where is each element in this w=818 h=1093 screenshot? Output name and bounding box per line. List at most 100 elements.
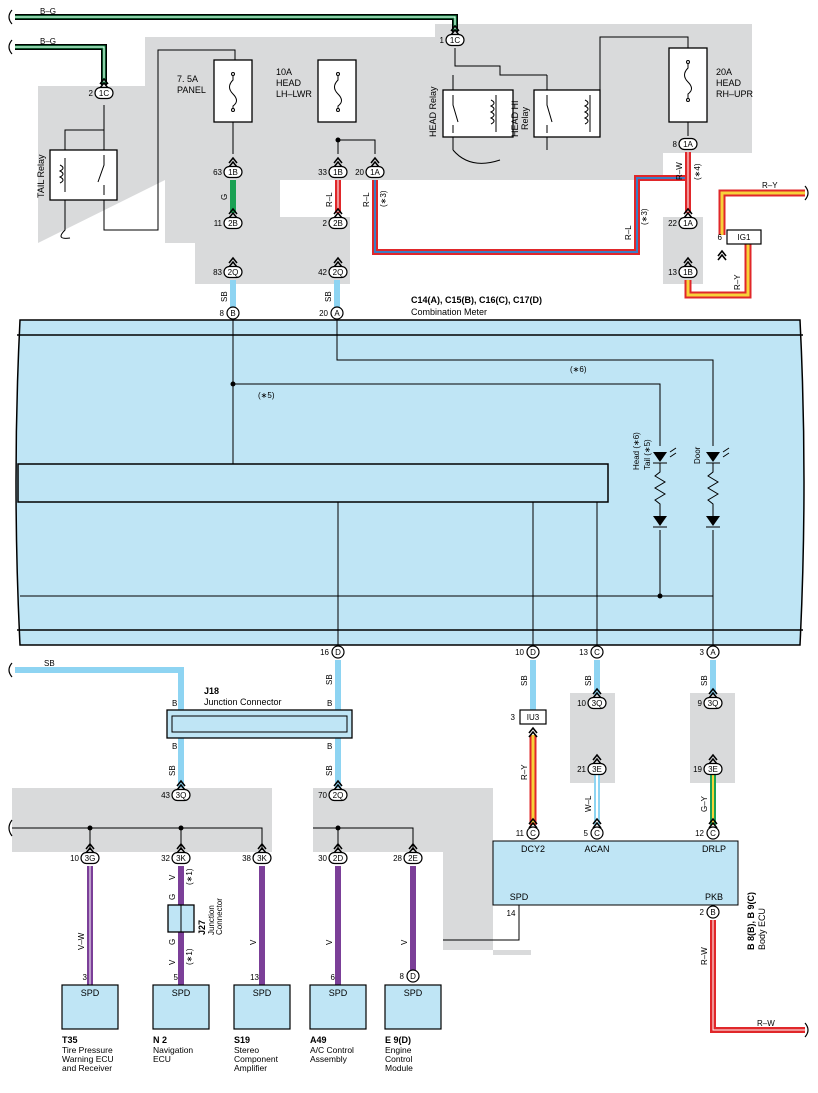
ecu-pkb-label: PKB <box>705 892 723 902</box>
connector-pin: 2 <box>323 219 328 228</box>
svg-text:LH–LWR: LH–LWR <box>276 89 312 99</box>
led-head-tail: Head (∗6) Tail (∗5) <box>632 432 677 528</box>
connector-id: 3E <box>708 765 718 774</box>
svg-text:PANEL: PANEL <box>177 85 206 95</box>
iu3-id: IU3 <box>527 713 540 722</box>
module-box <box>233 984 291 1030</box>
wire-r-y-top <box>718 189 805 235</box>
connector-arrow <box>528 817 538 829</box>
module-name-line: Module <box>385 1063 413 1073</box>
module-pin-label: SPD <box>253 988 272 998</box>
connector-id: B <box>230 309 235 318</box>
led-door-label: Door <box>693 446 702 464</box>
connector-id: 3K <box>176 854 186 863</box>
connector-housing <box>223 216 243 230</box>
connector-pin: 13 <box>668 268 677 277</box>
connector-housing <box>406 969 420 983</box>
wire-labels: B–G B–G G R–L R–L (∗3) R–L (∗3) R–W (∗4)… <box>40 7 778 1028</box>
connector-id: 3Q <box>176 791 187 800</box>
meter-wire-lower <box>337 502 598 645</box>
fuse-panel: 7. 5A PANEL <box>177 59 253 123</box>
module-name-line: Engine <box>385 1045 412 1055</box>
connector-c1a_8: 1A8 <box>673 137 698 151</box>
connector-id: 1B <box>333 168 343 177</box>
connector-id: 3K <box>257 854 267 863</box>
connector-housing <box>223 265 243 279</box>
connector-pin: 70 <box>318 791 327 800</box>
connector-housing <box>678 216 698 230</box>
wire-label-r-l-2-note: (∗3) <box>379 190 388 207</box>
connector-pin: 9 <box>698 699 703 708</box>
connector-housing <box>703 762 723 776</box>
connector-id: 2D <box>333 854 343 863</box>
meter-wire-a-door <box>336 320 714 446</box>
module-name-line: Assembly <box>310 1054 348 1064</box>
connector-pin: 63 <box>213 168 222 177</box>
connector-housing <box>587 762 607 776</box>
module-pin: 6 <box>331 973 336 982</box>
connector-pin: 2 <box>700 908 705 917</box>
connector-pin: 21 <box>577 765 586 774</box>
connector-pin: 28 <box>393 854 402 863</box>
wire-label-b-right-bot: B <box>327 742 332 751</box>
meter-wire-leds <box>659 530 714 645</box>
module-id: N 2 <box>153 1035 167 1045</box>
ig1-id: IG1 <box>738 233 751 242</box>
connector-id: 1C <box>450 36 460 45</box>
connector-id: 1B <box>228 168 238 177</box>
meter-inner-bar <box>17 463 609 503</box>
connector-pin: 10 <box>70 854 79 863</box>
wire-label-r-w-pkb: R–W <box>700 947 709 965</box>
j27-name-2: Connector <box>215 898 224 935</box>
connector-pin: 22 <box>668 219 677 228</box>
connector-m_a3: A3 <box>700 645 720 659</box>
connector-ecu_c12: C12 <box>695 817 720 840</box>
wire-label-b-right-top: B <box>327 699 332 708</box>
module-id: T35 <box>62 1035 78 1045</box>
connector-pin: 30 <box>318 854 327 863</box>
module-box <box>309 984 367 1030</box>
led-door: Door <box>693 446 730 528</box>
connector-id: 2B <box>228 219 238 228</box>
connector-housing <box>365 165 385 179</box>
wire-label-sb-13c: SB <box>584 675 593 686</box>
iu3-connector: IU3 3 <box>511 709 547 738</box>
module-name-line: Amplifier <box>234 1063 267 1073</box>
module-pin: 3 <box>83 973 88 982</box>
connector-id: 2Q <box>228 268 239 277</box>
connector-id: 3E <box>592 765 602 774</box>
module-id: A49 <box>310 1035 327 1045</box>
module-id: S19 <box>234 1035 250 1045</box>
connector-id: D <box>335 648 341 657</box>
connector-ecu_c11: C11 <box>516 817 540 840</box>
svg-text:10A: 10A <box>276 67 292 77</box>
module-name-line: Navigation <box>153 1045 193 1055</box>
connector-id: 3Q <box>592 699 603 708</box>
svg-text:20A: 20A <box>716 67 732 77</box>
wire-b-g-top <box>15 14 458 32</box>
connector-arrow <box>708 817 718 829</box>
meter-note-6: (∗6) <box>570 365 587 374</box>
connector-c2d_30: 2D 30 <box>318 842 348 865</box>
connector-pin: 8 <box>673 140 678 149</box>
connector-ecu_b2: B2 <box>700 905 720 919</box>
connector-pin: 20 <box>355 168 364 177</box>
module-name-line: Stereo <box>234 1045 259 1055</box>
connector-housing <box>706 826 720 840</box>
connector-id: 3G <box>85 854 96 863</box>
connector-arrow <box>176 842 186 854</box>
connector-pin: 20 <box>319 309 328 318</box>
body-ecu-title: B 8(B), B 9(C) <box>746 892 756 950</box>
svg-text:HEAD HI: HEAD HI <box>510 100 520 137</box>
wire-label-r-l-3: R–L <box>624 225 633 240</box>
